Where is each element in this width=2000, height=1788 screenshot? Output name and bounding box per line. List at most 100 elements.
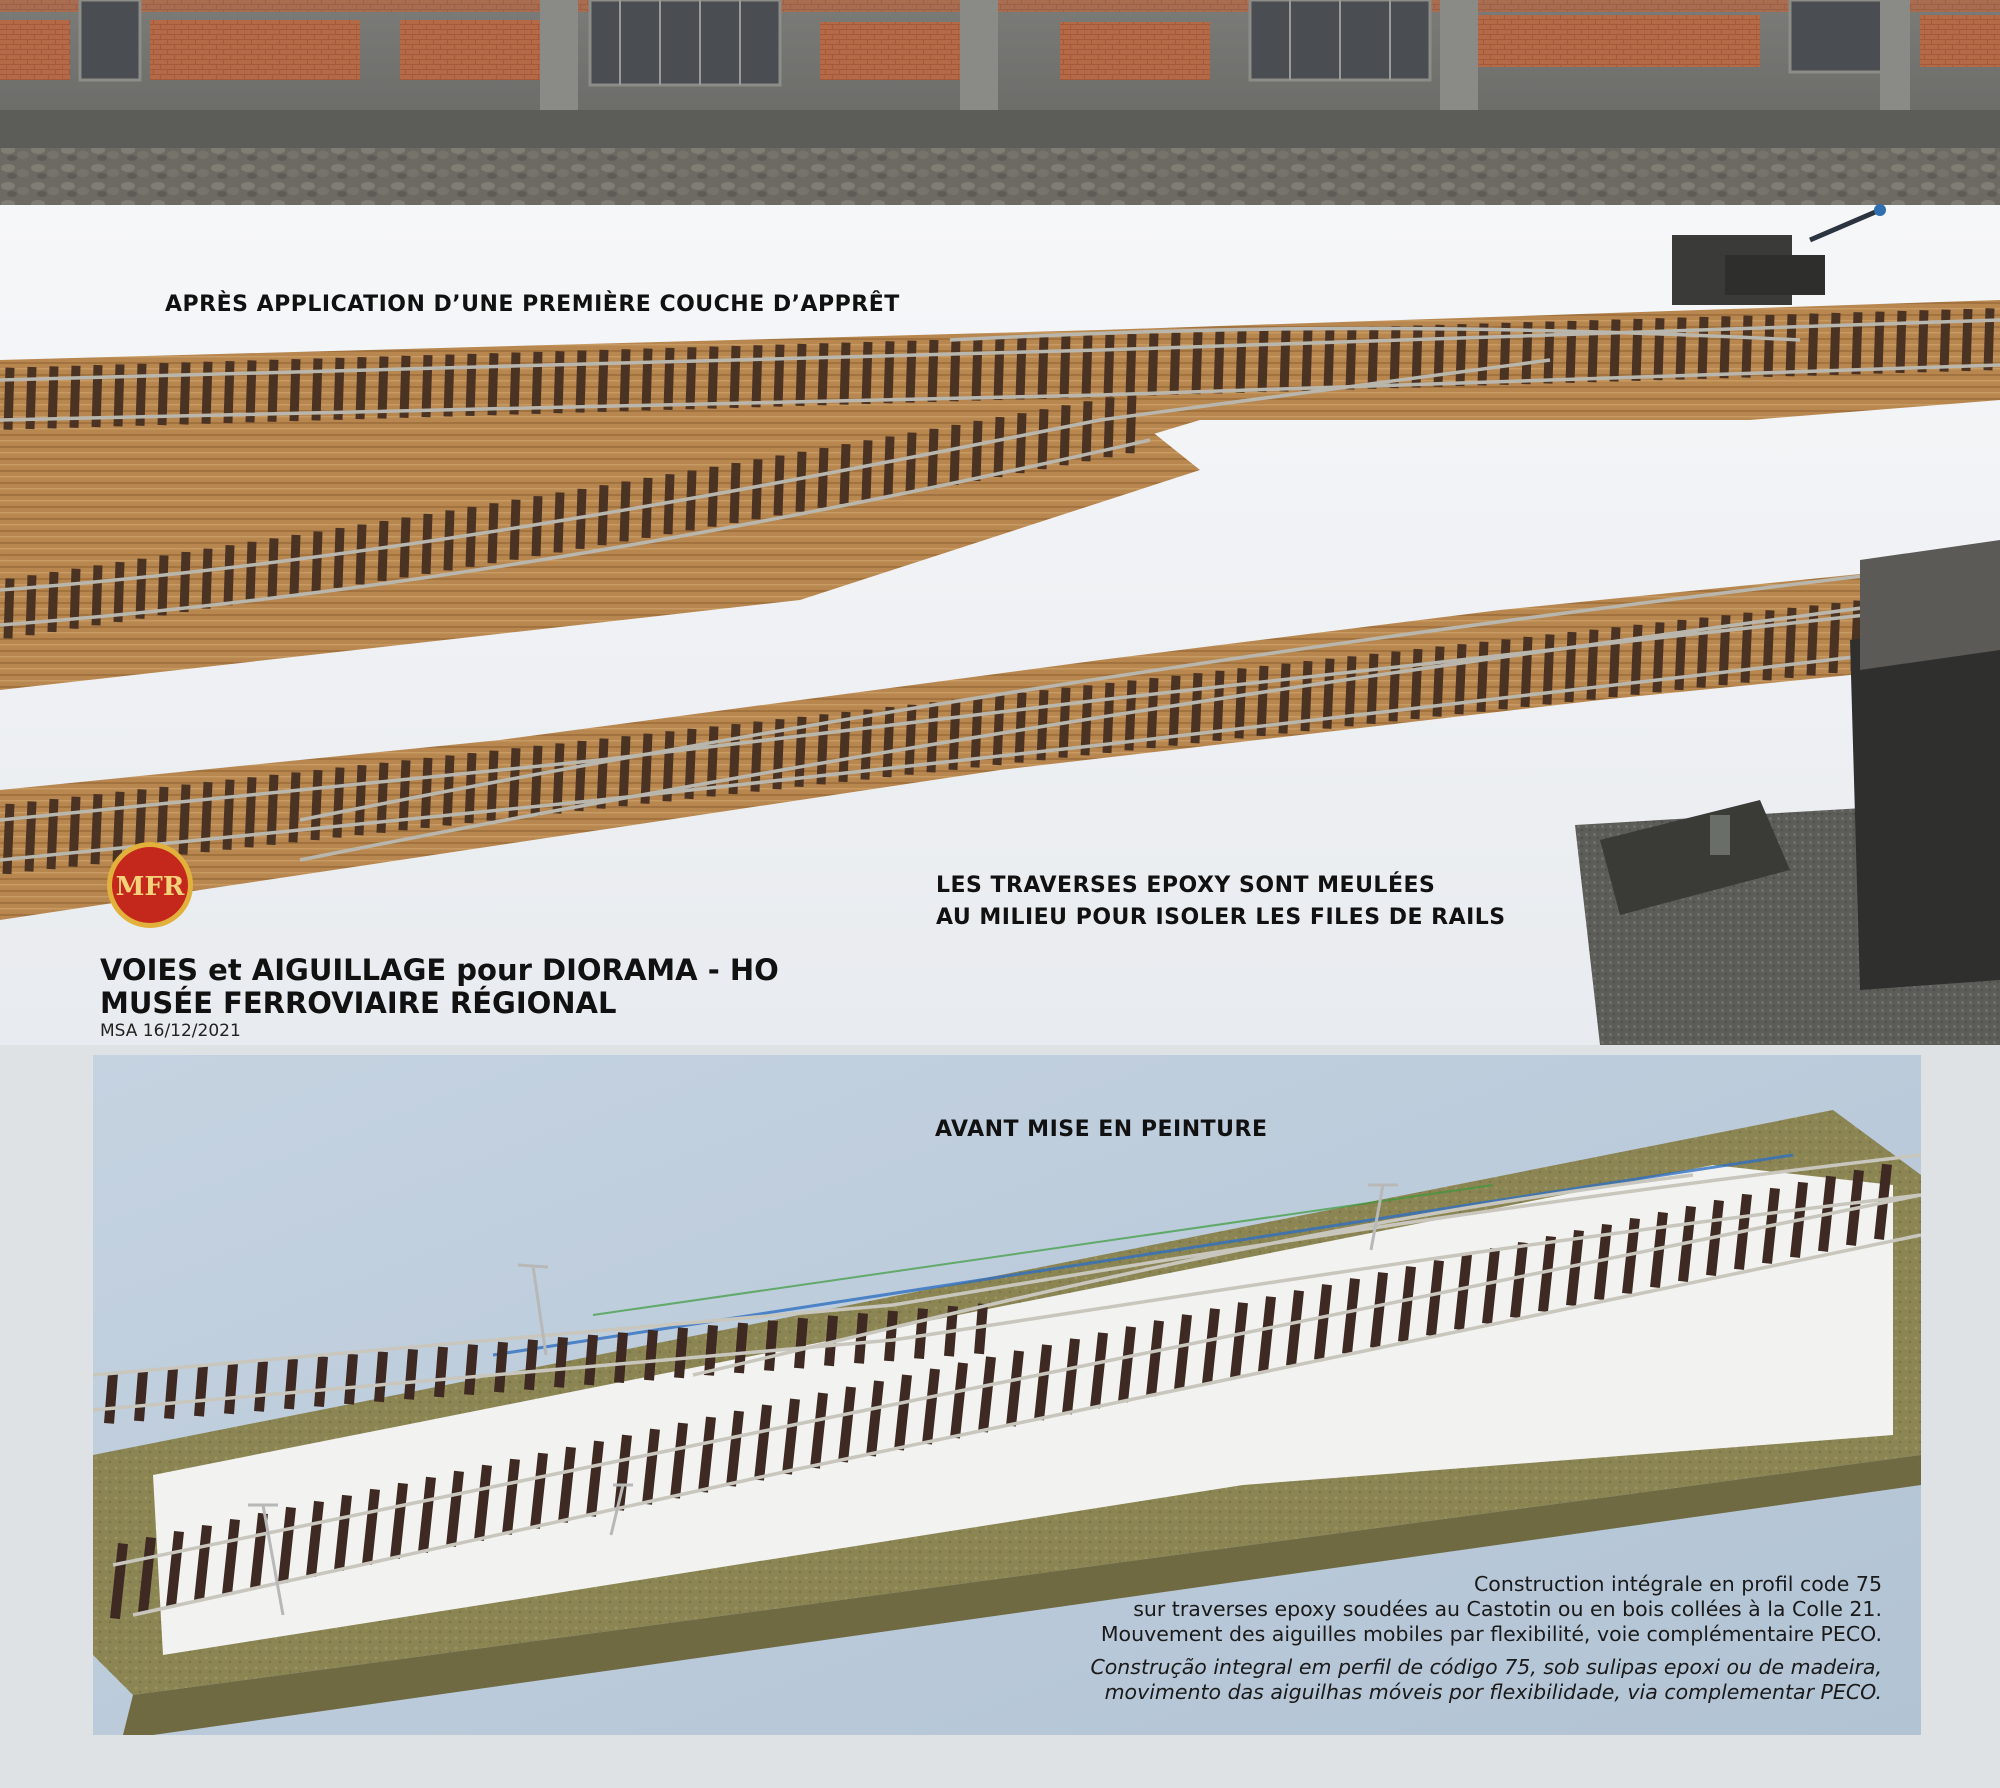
sleeper [222,779,235,850]
sleeper [1015,337,1027,400]
sleeper [905,340,917,403]
sleeper [810,1392,828,1469]
sleeper [289,534,301,596]
sleeper [1081,401,1093,462]
sleeper [1235,330,1247,393]
sleeper [575,350,587,413]
sleeper [1426,1260,1444,1337]
sleeper [1258,1296,1276,1373]
sleeper [530,1452,548,1529]
sleeper [1367,326,1379,389]
sleeper [138,1536,156,1614]
sleeper [905,432,917,493]
sleeper [224,1363,238,1415]
sleeper [838,711,851,783]
sleeper [157,555,169,616]
sleeper [883,436,895,497]
sleeper [1398,1266,1416,1343]
sleeper [1081,335,1093,398]
sleeper [552,743,565,814]
sleeper [509,352,521,415]
sleeper [992,694,1005,766]
sleeper [90,794,103,865]
sleeper [333,357,345,420]
sleeper [553,351,565,414]
sleeper [1257,329,1269,393]
sleeper [135,558,147,619]
sleeper [1345,327,1357,390]
sleeper [46,798,59,870]
sleeper [446,1470,464,1547]
sleeper [882,706,895,778]
mfr-logo: MFR [107,842,193,928]
sleeper [1174,1314,1192,1391]
sleeper [1983,308,1995,371]
sleeper [1191,331,1203,395]
sleeper [1230,1302,1248,1379]
sleeper [838,1386,856,1463]
sleeper [993,416,1005,478]
sleeper [614,1332,628,1383]
sleeper [1828,602,1841,674]
sleeper [110,1543,128,1620]
sleeper [866,1380,884,1457]
sleeper [222,1518,240,1596]
sleeper [306,1500,324,1577]
sleeper [194,1524,212,1602]
sleeper [618,735,631,807]
sleeper [704,1325,718,1376]
sleeper [970,697,983,768]
sleeper [465,506,477,568]
sleeper [754,1404,772,1481]
sleeper [200,781,213,853]
sleeper [1895,310,1907,374]
sleeper [1314,1284,1332,1361]
sleeper [574,740,587,812]
sleeper [278,1506,296,1583]
sleeper [311,358,323,421]
sleeper [164,1368,178,1419]
sleeper [1342,1278,1360,1355]
sleeper [390,1482,408,1559]
sleeper [1785,314,1797,377]
sleeper [47,571,59,633]
sleeper [674,1327,688,1379]
author-date: MSA 16/12/2021 [100,1021,241,1041]
sleeper [245,360,257,423]
sleeper [1234,668,1247,739]
sleeper [751,345,763,408]
sleeper [1653,318,1665,381]
sleeper [729,345,741,409]
sleeper [894,1374,912,1451]
caption-before-paint: AVANT MISE EN PEINTURE [935,1117,1268,1142]
sleeper [948,699,961,771]
sleeper [1873,311,1885,374]
sleeper [179,551,191,613]
sleeper [1006,1350,1024,1427]
sleeper [817,447,829,509]
sleeper [421,355,433,418]
sleeper [698,1416,716,1493]
sleeper [795,343,807,407]
sleeper [993,337,1005,401]
desc-pt-line-1: Construção integral em perfil de código … [1090,1655,1882,1679]
sleeper [904,704,917,775]
sleeper [1059,335,1071,399]
sleeper [1190,673,1203,744]
sleeper [1034,1344,1052,1421]
sleeper [530,745,543,817]
rails [0,318,2000,862]
sleeper [1961,308,1973,372]
sleeper [494,1341,508,1393]
sleeper [1103,397,1115,458]
sleeper [1851,312,1863,375]
sleeper [685,470,697,531]
sleeper [1510,1242,1528,1319]
sleeper [1125,333,1137,397]
unpainted-sleepers [104,1163,1892,1620]
sleeper [1763,314,1775,378]
sleeper [1538,1235,1556,1313]
sleeper [640,733,653,804]
sleeper [1147,333,1159,396]
sleeper [1103,334,1115,397]
